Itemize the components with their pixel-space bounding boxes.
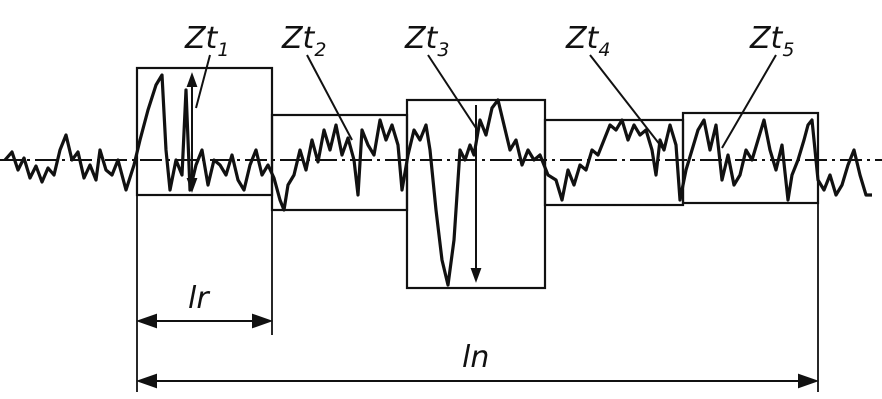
zt1-label: Zt1 bbox=[184, 21, 229, 61]
zt5-label: Zt5 bbox=[749, 21, 794, 61]
roughness-profile bbox=[3, 73, 872, 287]
zt2-label: Zt2 bbox=[281, 21, 326, 61]
sampling-box-2 bbox=[270, 113, 409, 212]
valley-lines bbox=[137, 194, 683, 206]
dimension-extension-lines bbox=[136, 195, 819, 392]
sampling-box-4 bbox=[543, 118, 685, 207]
ln-label: ln bbox=[462, 340, 489, 375]
lr-dimension bbox=[135, 313, 274, 329]
zt-arrows bbox=[186, 72, 482, 283]
ln-dimension bbox=[135, 373, 820, 389]
sampling-box-1 bbox=[135, 66, 274, 197]
leader-lines bbox=[195, 54, 777, 151]
zt3-label: Zt3 bbox=[404, 21, 449, 61]
lr-label: lr bbox=[188, 281, 210, 316]
sampling-box-5 bbox=[681, 111, 820, 205]
zt4-label: Zt4 bbox=[565, 21, 610, 61]
